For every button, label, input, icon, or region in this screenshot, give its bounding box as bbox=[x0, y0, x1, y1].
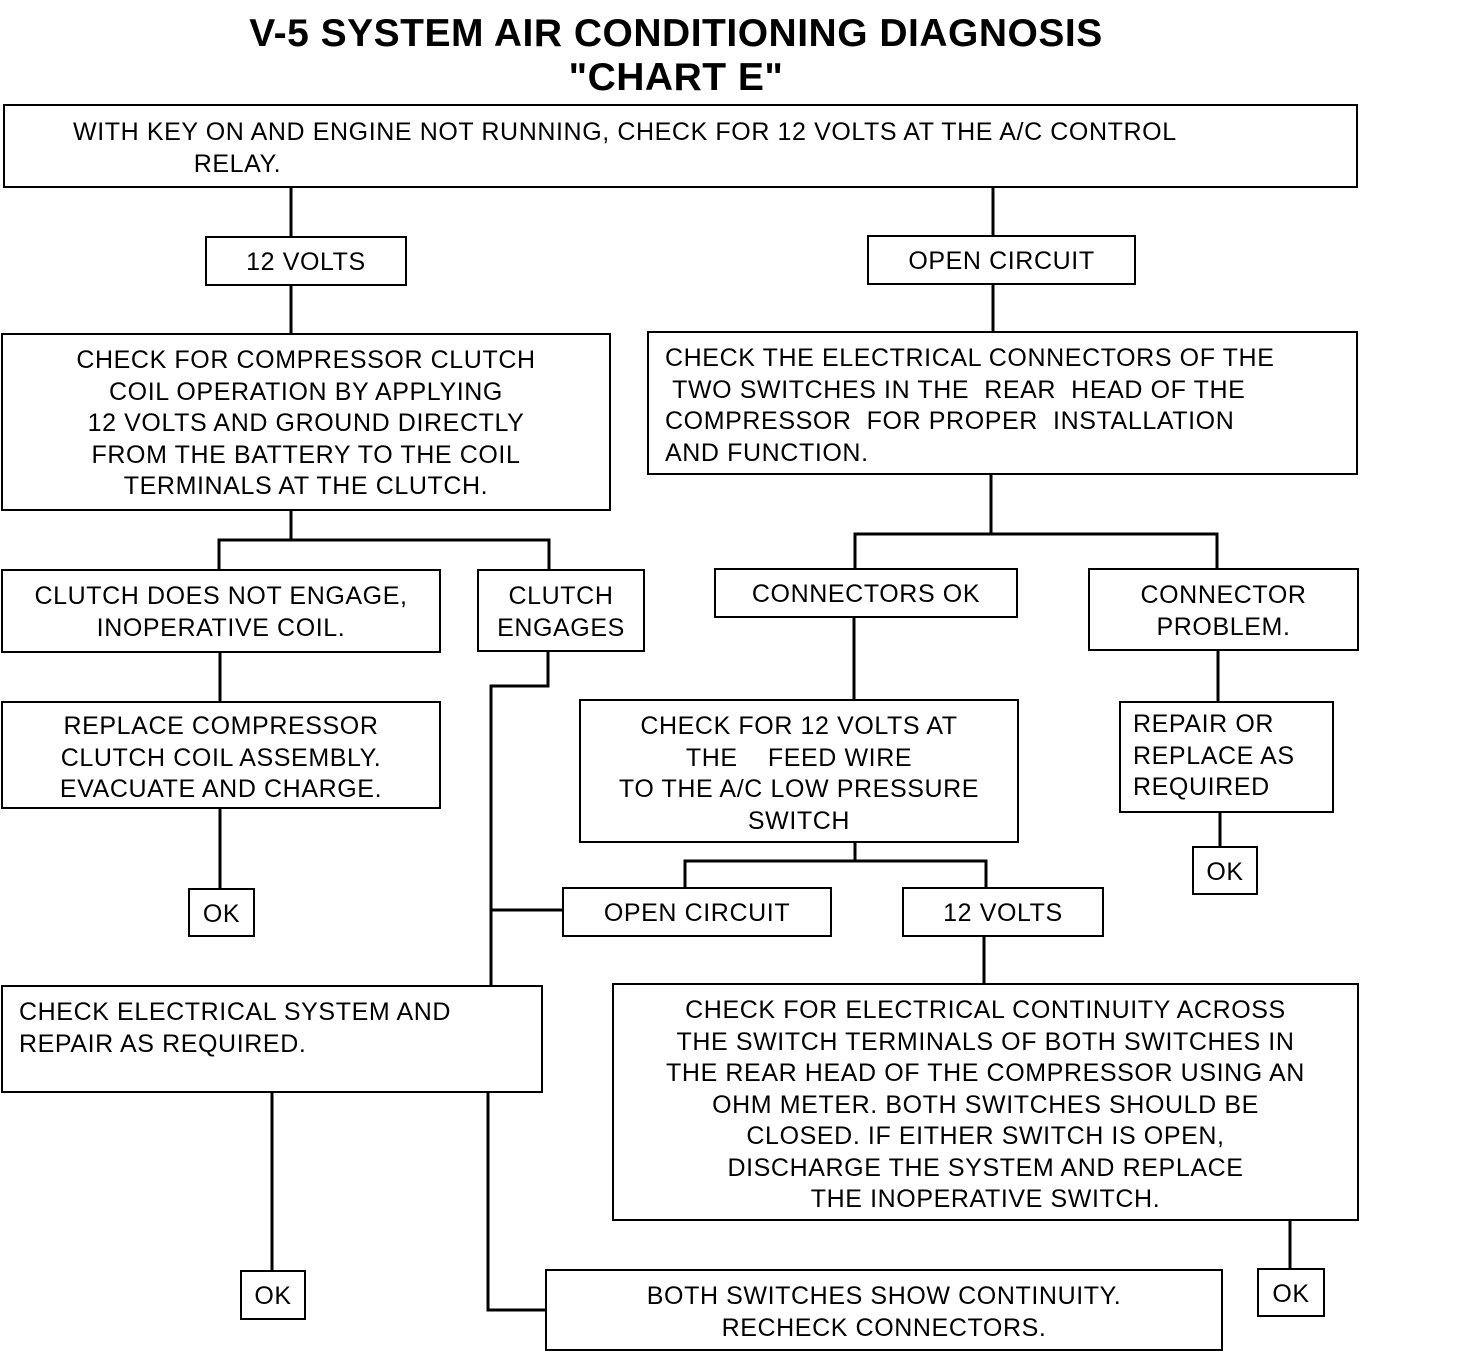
node-replace-coil: REPLACE COMPRESSOR CLUTCH COIL ASSEMBLY.… bbox=[1, 701, 441, 809]
node-12-volts: 12 VOLTS bbox=[205, 236, 407, 286]
node-ok-after-replace: OK bbox=[188, 888, 255, 937]
node-check-clutch-coil: CHECK FOR COMPRESSOR CLUTCH COIL OPERATI… bbox=[1, 333, 611, 511]
node-open-circuit: OPEN CIRCUIT bbox=[867, 235, 1136, 285]
node-connector-problem: CONNECTOR PROBLEM. bbox=[1088, 568, 1359, 651]
node-clutch-not-engage: CLUTCH DOES NOT ENGAGE, INOPERATIVE COIL… bbox=[1, 569, 441, 653]
node-check-connectors: CHECK THE ELECTRICAL CONNECTORS OF THE T… bbox=[647, 331, 1358, 475]
node-check-feed-wire: CHECK FOR 12 VOLTS AT THE FEED WIRE TO T… bbox=[579, 699, 1019, 843]
node-repair-replace: REPAIR OR REPLACE AS REQUIRED bbox=[1119, 701, 1334, 813]
node-12-volts-2: 12 VOLTS bbox=[902, 887, 1104, 937]
node-open-circuit-2: OPEN CIRCUIT bbox=[562, 887, 832, 937]
node-connectors-ok: CONNECTORS OK bbox=[714, 568, 1018, 618]
node-start: WITH KEY ON AND ENGINE NOT RUNNING, CHEC… bbox=[3, 104, 1358, 188]
node-ok-after-electrical: OK bbox=[240, 1270, 306, 1320]
node-ok-after-continuity: OK bbox=[1257, 1268, 1325, 1317]
node-ok-after-repair: OK bbox=[1192, 846, 1258, 895]
node-clutch-engages: CLUTCH ENGAGES bbox=[477, 569, 645, 652]
node-check-electrical: CHECK ELECTRICAL SYSTEM AND REPAIR AS RE… bbox=[1, 985, 543, 1093]
node-check-continuity: CHECK FOR ELECTRICAL CONTINUITY ACROSS T… bbox=[612, 983, 1359, 1221]
chart-title: V-5 SYSTEM AIR CONDITIONING DIAGNOSIS bbox=[249, 12, 1103, 55]
chart-subtitle: "CHART E" bbox=[568, 56, 784, 99]
node-both-continuity: BOTH SWITCHES SHOW CONTINUITY. RECHECK C… bbox=[545, 1269, 1223, 1351]
